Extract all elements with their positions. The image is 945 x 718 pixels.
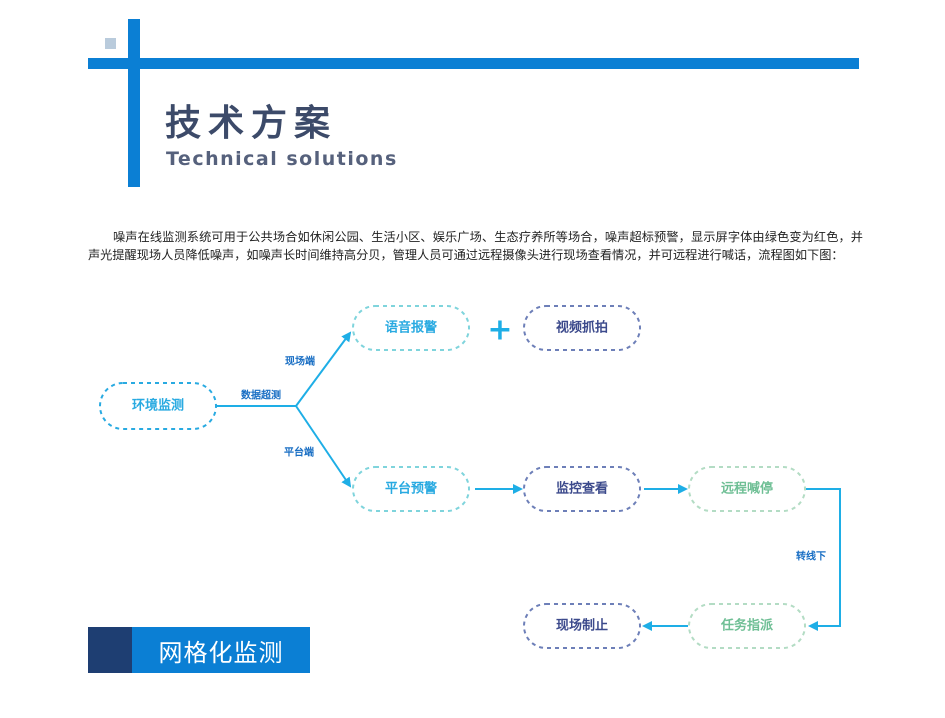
flow-edges [216, 331, 841, 631]
flow-node-border [688, 603, 806, 649]
flow-node-label: 远程喊停 [721, 481, 773, 497]
flow-node-platform: 平台预警 [352, 466, 470, 512]
flow-node-task: 任务指派 [688, 603, 806, 649]
flow-node-border [523, 603, 641, 649]
flow-node-voice: 语音报警 [352, 305, 470, 351]
edge-remote-to-task [806, 488, 841, 631]
flow-node-label: 视频抓拍 [556, 320, 608, 336]
flow-node-border [352, 466, 470, 512]
footer-dark-block [88, 627, 132, 673]
flow-node-border [523, 305, 641, 351]
edge-label-platform: 平台端 [284, 446, 314, 459]
flow-node-remote: 远程喊停 [688, 466, 806, 512]
edge-to-voice [295, 331, 352, 407]
edge-label-transfer: 转线下 [796, 550, 826, 563]
edge-label-exceed: 数据超测 [241, 389, 281, 402]
flow-node-label: 语音报警 [385, 320, 437, 336]
flow-node-border [523, 466, 641, 512]
flow-node-label: 任务指派 [720, 618, 774, 634]
intro-paragraph: 噪声在线监测系统可用于公共场合如休闲公园、生活小区、娱乐广场、生态疗养所等场合，… [88, 230, 863, 262]
flow-node-border [99, 382, 217, 430]
flow-node-border [688, 466, 806, 512]
header-square-decoration [105, 38, 116, 49]
flow-node-label: 现场制止 [556, 618, 608, 634]
flow-node-video: 视频抓拍 [523, 305, 641, 351]
edge-label-site: 现场端 [285, 355, 315, 368]
flow-node-label: 平台预警 [385, 481, 437, 497]
flow-node-border [352, 305, 470, 351]
flow-node-label: 监控查看 [556, 481, 608, 497]
page-subtitle: Technical solutions [166, 148, 398, 170]
header-horizontal-bar [88, 58, 859, 69]
flow-node-label: 环境监测 [132, 398, 184, 414]
plus-icon: + [487, 313, 512, 348]
page-title: 技术方案 [165, 103, 338, 144]
footer-label: 网格化监测 [132, 627, 310, 673]
flow-node-env: 环境监测 [99, 382, 217, 430]
flow-node-onsite: 现场制止 [523, 603, 641, 649]
edge-to-platform [295, 405, 352, 488]
flow-node-monitor: 监控查看 [523, 466, 641, 512]
